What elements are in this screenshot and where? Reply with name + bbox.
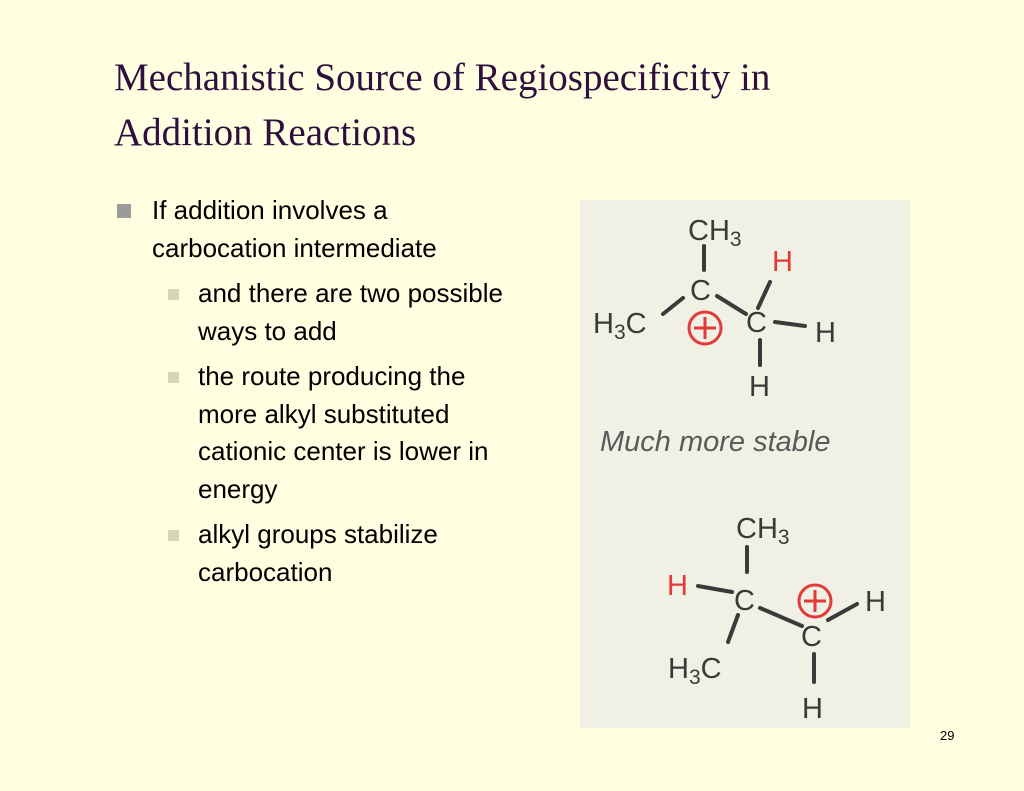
bullet-item: If addition involves a carbocation inter…	[114, 192, 554, 267]
hydrogen-bottom-label: H	[802, 693, 823, 725]
methyl-left-label: H3C	[593, 308, 647, 344]
hydrogen-added-label: H	[772, 246, 793, 278]
sub-bullet-item: the route producing the more alkyl subst…	[114, 358, 554, 508]
square-bullet-icon	[168, 289, 179, 300]
bonds-top	[661, 244, 807, 367]
methyl-top-label: CH3	[736, 513, 790, 549]
slide-title: Mechanistic Source of Regiospecificity i…	[114, 50, 914, 160]
methyl-top-label: CH3	[688, 215, 742, 251]
positive-charge-icon	[687, 310, 723, 346]
square-bullet-icon	[117, 204, 131, 218]
square-bullet-icon	[168, 372, 179, 383]
square-bullet-icon	[168, 530, 179, 541]
bullet-list: If addition involves a carbocation inter…	[114, 192, 554, 591]
title-line-2: Addition Reactions	[114, 111, 417, 154]
title-line-1: Mechanistic Source of Regiospecificity i…	[114, 56, 771, 99]
sub-bullet-text: the route producing the more alkyl subst…	[198, 361, 489, 504]
sub-bullet-item: and there are two possible ways to add	[114, 275, 554, 350]
figure-caption: Much more stable	[600, 426, 831, 458]
carbon-center-label: C	[734, 585, 755, 617]
sub-bullet-text: and there are two possible ways to add	[198, 278, 503, 346]
carbon-right-label: C	[801, 621, 822, 653]
hydrogen-right-label: H	[865, 586, 886, 618]
secondary-carbocation-structure: CH3 H C C H H3C H	[667, 513, 886, 725]
carbocation-figure: CH3 C H3C C H H H Much more stable	[580, 200, 910, 728]
hydrogen-right-label: H	[815, 317, 836, 349]
bonds-bottom	[696, 545, 859, 684]
hydrogen-added-label: H	[667, 570, 688, 602]
bullet-text: If addition involves a carbocation inter…	[152, 195, 437, 263]
carbon-center-label: C	[690, 275, 711, 307]
sub-bullet-text: alkyl groups stabilize carbocation	[198, 519, 438, 587]
positive-charge-icon	[797, 583, 833, 619]
tertiary-carbocation-structure: CH3 C H3C C H H H	[593, 215, 836, 403]
carbon-right-label: C	[746, 307, 767, 339]
structure-diagram: CH3 C H3C C H H H Much more stable	[593, 215, 886, 725]
hydrogen-bottom-label: H	[749, 371, 770, 403]
methyl-left-label: H3C	[668, 653, 722, 689]
page-number: 29	[940, 728, 955, 743]
sub-bullet-item: alkyl groups stabilize carbocation	[114, 516, 554, 591]
